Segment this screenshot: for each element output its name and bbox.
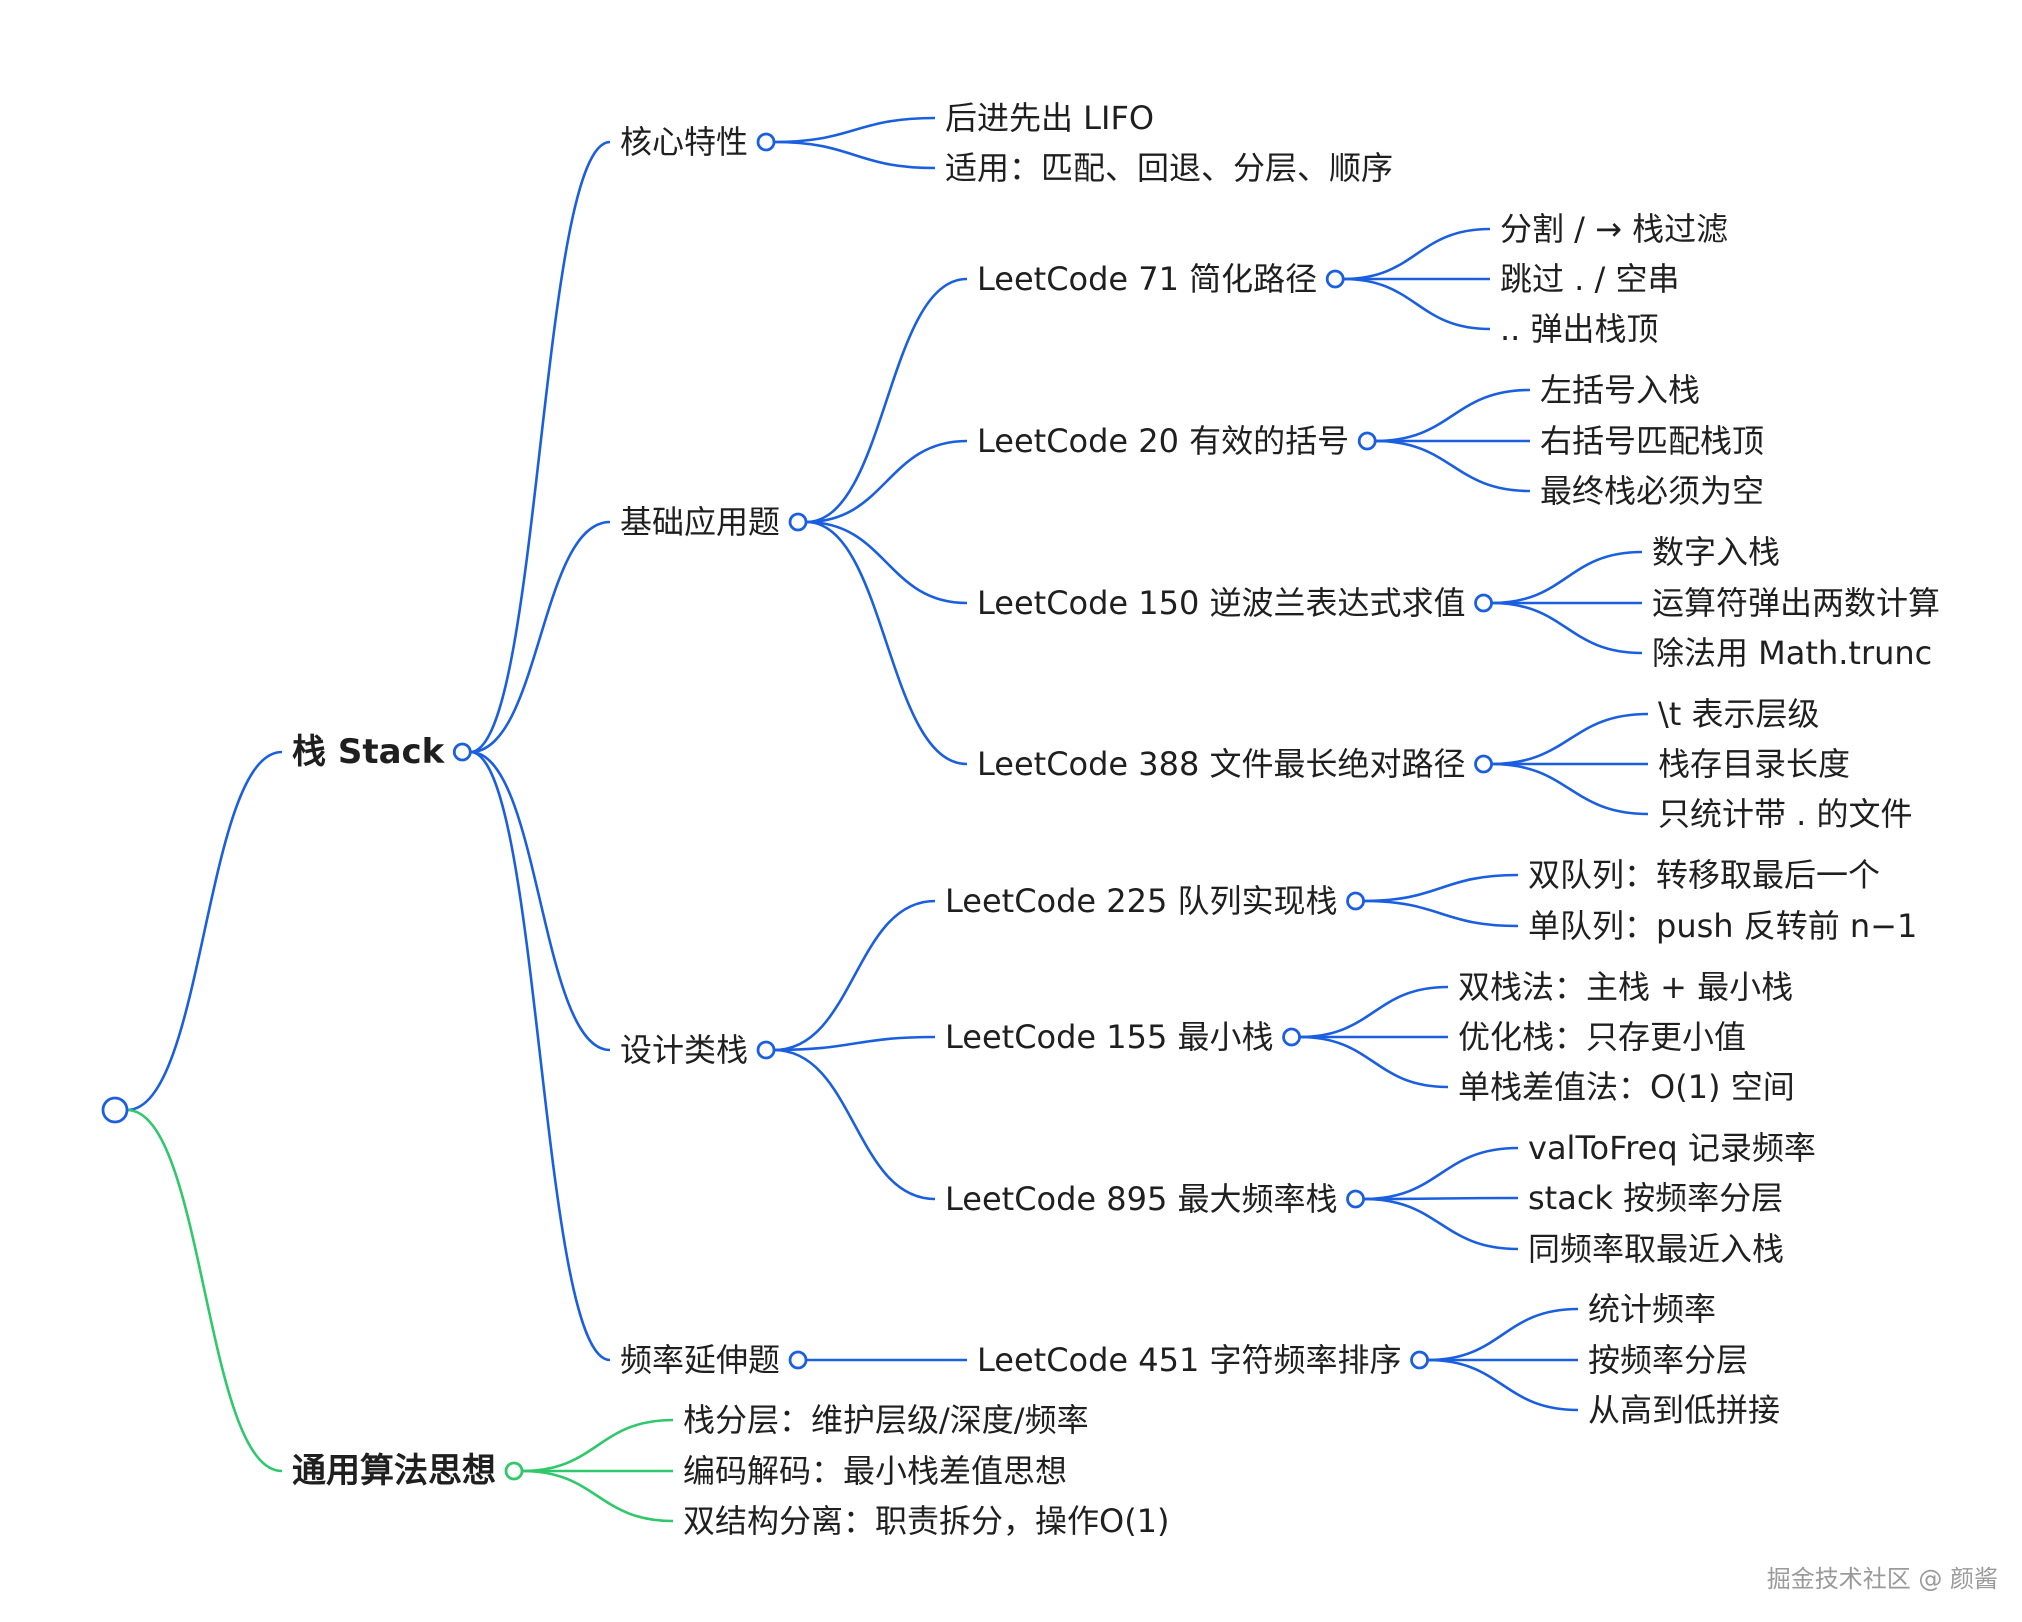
mindmap-leaf-0-1-3-1-label: 栈存目录长度: [1658, 745, 1850, 783]
mindmap-leaf-0-1-3-0-label: \t 表示层级: [1658, 695, 1820, 733]
mindmap-topic-0-2-edge: [470, 750, 611, 1052]
mindmap-topic-0-3-label: 频率延伸题: [620, 1341, 780, 1379]
mindmap-subtopic-0-2-1-edge: [774, 1035, 936, 1052]
mindmap-subtopic-0-1-2-collapse-dot[interactable]: [1474, 593, 1493, 613]
mindmap-branch-0-label: 栈 Stack: [292, 732, 446, 772]
mindmap-leaf-0-1-1-2-edge: [1375, 439, 1531, 493]
mindmap-subtopic-0-1-3-edge: [806, 520, 968, 766]
mindmap-leaf-0-1-0-1-label: 跳过 . / 空串: [1500, 260, 1679, 298]
mindmap-subtopic-0-2-1-collapse-dot[interactable]: [1282, 1027, 1301, 1047]
mindmap-subtopic-0-1-2-label: LeetCode 150 逆波兰表达式求值: [977, 584, 1466, 622]
mindmap-leaf-0-1-3-2-label: 只统计带 . 的文件: [1658, 795, 1913, 833]
mindmap-leaf-0-1-0-2-edge: [1343, 277, 1491, 331]
mindmap-topic-0-2-collapse-dot[interactable]: [756, 1040, 776, 1060]
mindmap-subtopic-0-3-0-collapse-dot[interactable]: [1410, 1350, 1429, 1370]
mindmap-leaf-0-1-0-0-edge: [1343, 227, 1491, 281]
mindmap-subtopic-0-2-2-edge: [774, 1048, 936, 1201]
mindmap-leaf-0-1-2-0-edge: [1491, 550, 1643, 605]
mindmap-leaf-0-1-2-1-label: 运算符弹出两数计算: [1652, 584, 1940, 622]
mindmap-topic-1-2-edge: [521, 1469, 674, 1523]
mindmap-subtopic-0-1-2-edge: [806, 520, 968, 605]
mindmap-leaf-0-1-0-2-label: .. 弹出栈顶: [1500, 310, 1659, 348]
mindmap-topic-1-1-label: 编码解码：最小栈差值思想: [683, 1452, 1067, 1490]
mindmap-edges: [126, 116, 1649, 1523]
mindmap-topic-0-1-label: 基础应用题: [620, 503, 780, 541]
mindmap-subtopic-0-2-2-label: LeetCode 895 最大频率栈: [945, 1180, 1338, 1218]
mindmap-leaf-0-2-1-1-label: 优化栈：只存更小值: [1458, 1018, 1746, 1056]
mindmap-topic-0-0-edge: [470, 140, 611, 754]
mindmap-leaf-0-1-1-2-label: 最终栈必须为空: [1540, 472, 1764, 510]
mindmap-topic-0-1-edge: [470, 520, 611, 754]
mindmap-leaf-0-3-0-2-label: 从高到低拼接: [1588, 1391, 1780, 1429]
mindmap-root-dot[interactable]: [101, 1096, 129, 1124]
mindmap-subtopic-0-1-1-edge: [806, 439, 968, 524]
mindmap-topic-1-0-edge: [521, 1418, 674, 1473]
mindmap-leaf-0-1-1-0-edge: [1375, 388, 1531, 443]
mindmap-subtopic-0-1-0-edge: [806, 277, 968, 524]
mindmap-leaf-0-2-0-1-edge: [1363, 899, 1519, 928]
mindmap-subtopic-0-1-1-label: LeetCode 20 有效的括号: [977, 422, 1349, 460]
mindmap-subtopic-0-1-3-collapse-dot[interactable]: [1474, 754, 1493, 774]
mindmap-topic-0-2-label: 设计类栈: [620, 1031, 748, 1069]
mindmap-leaf-0-1-3-0-edge: [1491, 712, 1649, 766]
mindmap-leaf-0-1-0-0-label: 分割 / → 栈过滤: [1500, 210, 1728, 248]
mindmap-leaf-0-2-0-0-label: 双队列：转移取最后一个: [1528, 856, 1880, 894]
mindmap-leaf-0-2-2-0-label: valToFreq 记录频率: [1528, 1129, 1816, 1167]
mindmap-subtopic-0-2-1-label: LeetCode 155 最小栈: [945, 1018, 1274, 1056]
mindmap-subtopic-0-2-2-collapse-dot[interactable]: [1346, 1189, 1365, 1209]
mindmap-subtopic-0-1-0-collapse-dot[interactable]: [1325, 269, 1345, 289]
mindmap-leaf-0-1-2-2-edge: [1491, 601, 1643, 655]
mindmap-leaf-0-2-1-2-label: 单栈差值法：O(1) 空间: [1458, 1068, 1795, 1106]
mindmap-leaf-0-3-0-0-label: 统计频率: [1588, 1290, 1716, 1328]
mindmap-leaf-0-3-0-1-label: 按频率分层: [1588, 1341, 1748, 1379]
mindmap-subtopic-0-0-1-edge: [774, 140, 936, 170]
mindmap-topic-0-1-collapse-dot[interactable]: [788, 512, 808, 532]
mindmap-topic-0-0-collapse-dot[interactable]: [756, 132, 776, 152]
mindmap-leaf-0-3-0-0-edge: [1427, 1307, 1579, 1362]
mindmap-topic-0-3-collapse-dot[interactable]: [788, 1350, 808, 1370]
mindmap-leaf-0-2-2-2-label: 同频率取最近入栈: [1528, 1230, 1784, 1268]
watermark: 掘金技术社区 @ 颜酱: [1766, 1565, 1998, 1593]
mindmap-branch-0-collapse-dot[interactable]: [452, 742, 472, 762]
mindmap-leaf-0-1-1-1-label: 右括号匹配栈顶: [1540, 422, 1764, 460]
mindmap-subtopic-0-3-0-label: LeetCode 451 字符频率排序: [977, 1341, 1402, 1379]
mindmap-topic-0-0-label: 核心特性: [620, 123, 748, 161]
mindmap-leaf-0-2-1-0-label: 双栈法：主栈 + 最小栈: [1458, 968, 1793, 1006]
mindmap-subtopic-0-2-0-label: LeetCode 225 队列实现栈: [945, 882, 1338, 920]
mindmap-leaf-0-2-2-2-edge: [1363, 1197, 1519, 1251]
mindmap-topic-0-3-edge: [470, 750, 611, 1362]
mindmap-subtopic-0-1-1-collapse-dot[interactable]: [1357, 431, 1377, 451]
mindmap-leaf-0-2-1-2-edge: [1299, 1035, 1449, 1089]
mindmap-leaf-0-1-1-0-label: 左括号入栈: [1540, 371, 1700, 409]
mindmap-leaf-0-1-3-2-edge: [1491, 762, 1649, 816]
mindmap-subtopic-0-0-0-edge: [774, 116, 936, 144]
mindmap-subtopic-0-1-3-label: LeetCode 388 文件最长绝对路径: [977, 745, 1466, 783]
mindmap-topic-1-2-label: 双结构分离：职责拆分，操作O(1): [683, 1502, 1170, 1540]
mindmap-branch-0-edge: [126, 750, 283, 1112]
mindmap-leaf-0-2-2-1-label: stack 按频率分层: [1528, 1179, 1783, 1217]
mindmap-subtopic-0-1-0-label: LeetCode 71 简化路径: [977, 260, 1317, 298]
mindmap-leaf-0-2-0-1-label: 单队列：push 反转前 n−1: [1528, 907, 1917, 945]
mindmap-subtopic-0-2-0-edge: [774, 899, 936, 1052]
mindmap-topic-1-0-label: 栈分层：维护层级/深度/频率: [683, 1401, 1089, 1439]
mindmap-subtopic-0-0-1-label: 适用：匹配、回退、分层、顺序: [945, 149, 1393, 187]
mindmap-subtopic-0-0-0-label: 后进先出 LIFO: [945, 99, 1154, 137]
mindmap-branch-1-edge: [126, 1108, 283, 1473]
mindmap-branch-1-collapse-dot[interactable]: [504, 1461, 524, 1481]
mindmap-branch-1-label: 通用算法思想: [292, 1451, 496, 1491]
mindmap-subtopic-0-2-0-collapse-dot[interactable]: [1346, 891, 1365, 911]
mindmap-leaf-0-2-1-0-edge: [1299, 985, 1449, 1039]
mindmap-leaf-0-2-2-1-edge: [1363, 1196, 1519, 1201]
mindmap-leaf-0-2-0-0-edge: [1363, 873, 1519, 903]
mindmap-leaf-0-1-2-0-label: 数字入栈: [1652, 533, 1780, 571]
mindmap-leaf-0-2-2-0-edge: [1363, 1146, 1519, 1201]
mindmap-leaf-0-3-0-2-edge: [1427, 1358, 1579, 1412]
mindmap-leaf-0-1-2-2-label: 除法用 Math.trunc: [1652, 634, 1932, 672]
